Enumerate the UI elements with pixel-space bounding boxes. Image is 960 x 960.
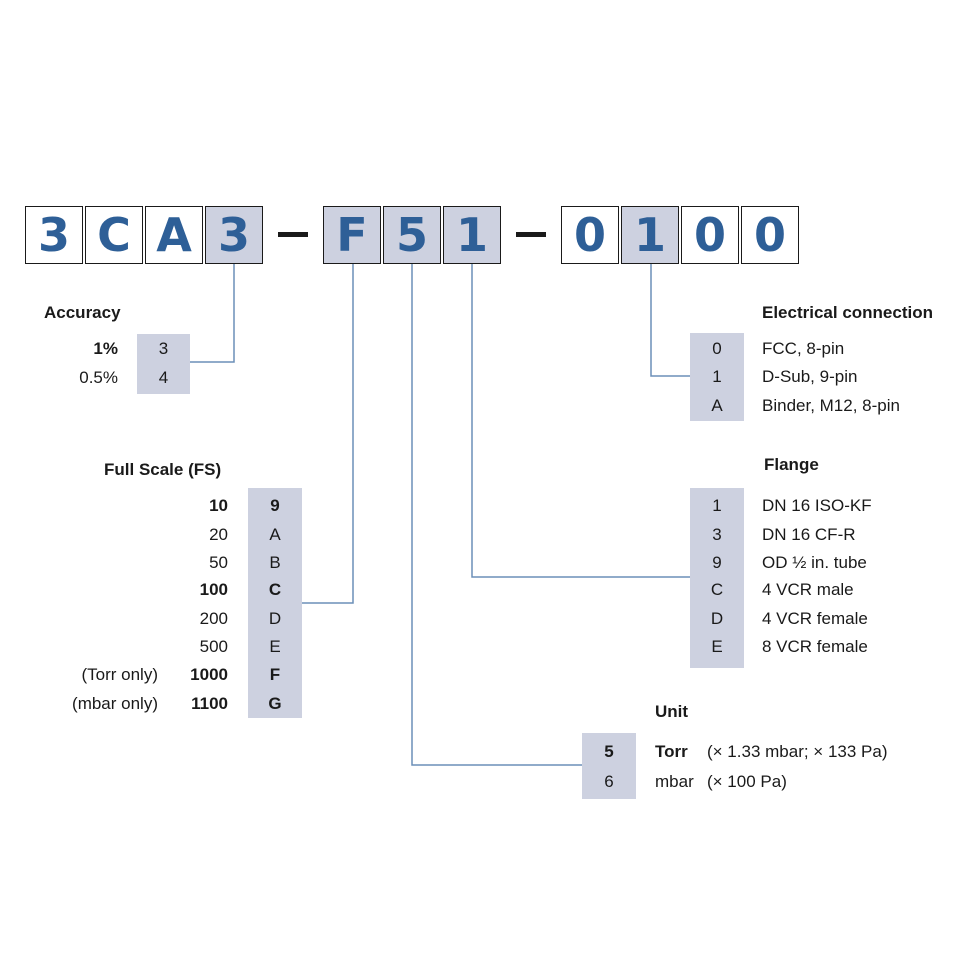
full-scale-note: (mbar only): [72, 694, 158, 713]
code-char-full-scale: F: [323, 206, 381, 264]
flange-text: 4 VCR female: [762, 609, 868, 628]
code-char-unit: 5: [383, 206, 441, 264]
code-char-electrical: 1: [621, 206, 679, 264]
flange-title: Flange: [764, 455, 819, 474]
electrical-code: 0: [712, 339, 722, 358]
accuracy-label: 1%: [93, 339, 118, 358]
flange-code: 1: [712, 496, 722, 515]
flange-code: C: [710, 580, 724, 599]
full-scale-code: F: [269, 665, 281, 684]
full-scale-code: A: [269, 525, 281, 544]
code-char-flange: 1: [443, 206, 501, 264]
accuracy-code: 4: [158, 368, 169, 387]
full-scale-label: 10: [209, 496, 228, 515]
code-char-accuracy: 3: [205, 206, 263, 264]
electrical-title: Electrical connection: [762, 303, 933, 322]
unit-detail: (× 100 Pa): [707, 772, 787, 791]
accuracy-code-column: [137, 334, 190, 394]
full-scale-label: 100: [199, 580, 228, 599]
full-scale-label: 20: [209, 525, 228, 544]
connector-unit: [411, 264, 582, 766]
full-scale-label: 50: [209, 553, 228, 572]
full-scale-code-column: [248, 488, 302, 718]
connector-full-scale: [302, 264, 354, 604]
flange-code: 9: [712, 553, 722, 572]
full-scale-code: D: [268, 609, 282, 628]
full-scale-code: B: [269, 553, 281, 572]
full-scale-label: 1000: [190, 665, 228, 684]
full-scale-label: 1100: [191, 694, 228, 713]
accuracy-code: 3: [158, 339, 169, 358]
flange-code-column: [690, 488, 744, 668]
flange-text: 8 VCR female: [762, 637, 868, 656]
code-separator-1: [278, 232, 308, 237]
full-scale-label: 500: [199, 637, 228, 656]
full-scale-note: (Torr only): [81, 665, 158, 684]
electrical-text: FCC, 8-pin: [762, 339, 845, 358]
unit-name: mbar: [655, 772, 694, 791]
electrical-text: D-Sub, 9-pin: [762, 367, 858, 386]
unit-name: Torr: [655, 742, 688, 761]
flange-text: 4 VCR male: [762, 580, 854, 599]
unit-detail: (× 1.33 mbar; × 133 Pa): [707, 742, 888, 761]
code-char-2: C: [85, 206, 143, 264]
unit-code: 5: [604, 742, 614, 761]
accuracy-title: Accuracy: [44, 303, 121, 322]
flange-code: E: [711, 637, 723, 656]
connector-accuracy: [190, 264, 235, 363]
electrical-code: A: [711, 396, 723, 415]
full-scale-label: 200: [199, 609, 228, 628]
flange-text: DN 16 ISO-KF: [762, 496, 872, 515]
flange-code: D: [710, 609, 724, 628]
connector-electrical: [650, 264, 690, 377]
code-char-8: 0: [561, 206, 619, 264]
unit-title: Unit: [655, 702, 689, 721]
flange-text: DN 16 CF-R: [762, 525, 856, 544]
flange-text: OD ½ in. tube: [762, 553, 867, 572]
flange-code: 3: [712, 525, 722, 544]
accuracy-label: 0.5%: [79, 368, 118, 387]
code-char-1: 3: [25, 206, 83, 264]
code-char-3: A: [145, 206, 203, 264]
unit-code-column: [582, 733, 636, 799]
full-scale-code: 9: [270, 496, 280, 515]
electrical-code: 1: [712, 367, 722, 386]
full-scale-code: C: [268, 580, 282, 599]
full-scale-code: E: [269, 637, 281, 656]
electrical-text: Binder, M12, 8-pin: [762, 396, 900, 415]
code-separator-2: [516, 232, 546, 237]
code-char-11: 0: [741, 206, 799, 264]
full-scale-code: G: [268, 694, 282, 713]
code-char-10: 0: [681, 206, 739, 264]
unit-code: 6: [604, 772, 614, 791]
connector-flange: [471, 264, 690, 578]
electrical-code-column: [690, 333, 744, 421]
full-scale-title: Full Scale (FS): [104, 460, 222, 479]
